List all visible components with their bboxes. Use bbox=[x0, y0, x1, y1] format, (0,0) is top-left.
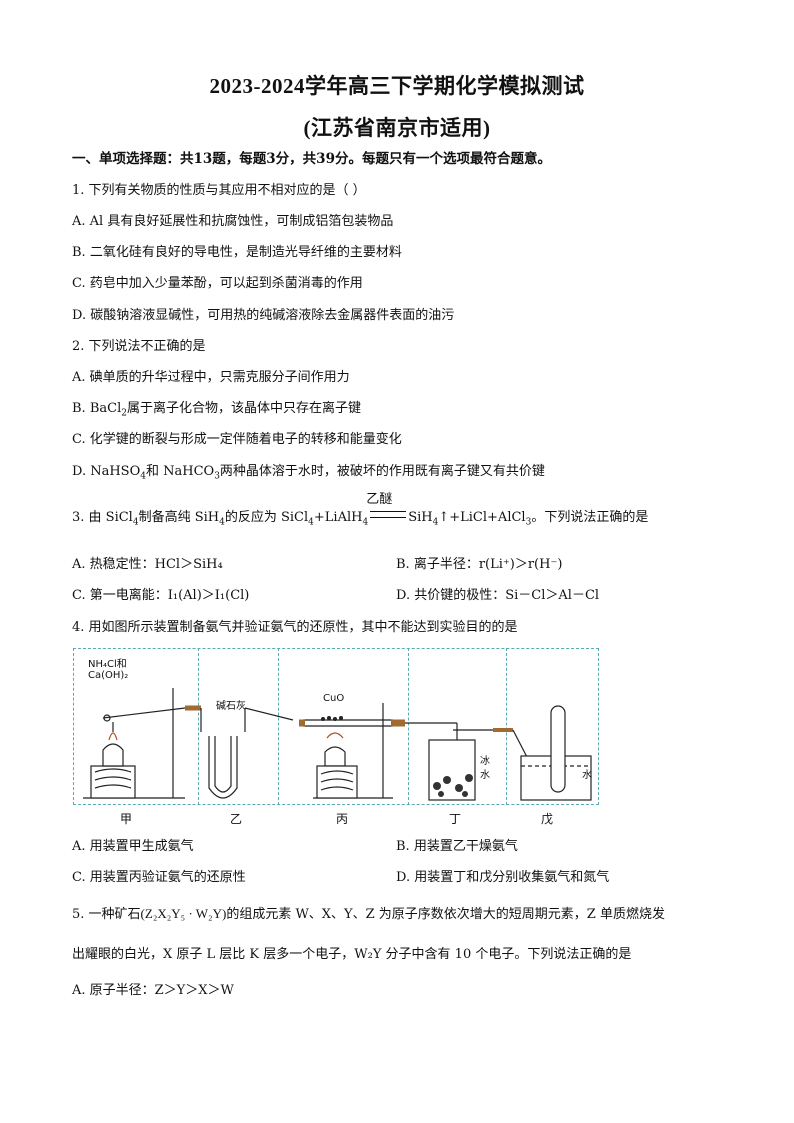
section-heading: 一、单项选择题：共13题，每题3分，共39分。每题只有一个选项最符合题意。 bbox=[72, 151, 551, 167]
q2-option-a: A. 碘单质的升华过程中，只需克服分子间作用力 bbox=[72, 370, 350, 385]
q4-option-b: B. 用装置乙干燥氨气 bbox=[396, 839, 518, 854]
q1-option-c: C. 药皂中加入少量苯酚，可以起到杀菌消毒的作用 bbox=[72, 276, 363, 291]
q2-option-b: B. BaCl2属于离子化合物，该晶体中只存在离子键 bbox=[72, 401, 361, 419]
q5-stem-line2: 出耀眼的白光，X 原子 L 层比 K 层多一个电子，W₂Y 分子中含有 10 个… bbox=[72, 947, 632, 962]
caption-yi: 乙 bbox=[230, 812, 243, 826]
q2-option-d: D. NaHSO4和 NaHCO3两种晶体溶于水时，被破坏的作用既有离子键又有共… bbox=[72, 464, 545, 482]
q4-stem: 4. 用如图所示装置制备氨气并验证氨气的还原性，其中不能达到实验目的的是 bbox=[72, 620, 518, 635]
page-subtitle: (江苏省南京市适用) bbox=[303, 116, 491, 140]
q1-stem: 1. 下列有关物质的性质与其应用不相对应的是（ ） bbox=[72, 183, 366, 198]
caption-bing: 丙 bbox=[336, 812, 349, 826]
label-soda-lime: 碱石灰 bbox=[216, 701, 246, 712]
label-nh4cl: NH₄Cl和 bbox=[88, 659, 127, 670]
q2-option-c: C. 化学键的断裂与形成一定伴随着电子的转移和能量变化 bbox=[72, 432, 402, 447]
label-caoh2: Ca(OH)₂ bbox=[88, 670, 129, 681]
label-ice-2: 水 bbox=[480, 770, 490, 781]
q1-option-a: A. Al 具有良好延展性和抗腐蚀性，可制成铝箔包装物品 bbox=[72, 214, 394, 229]
q5-formula: (Z₂X₂Y₅ · W₂Y) bbox=[140, 906, 227, 921]
q5-option-a: A. 原子半径：Z＞Y＞X＞W bbox=[72, 983, 234, 998]
q3-option-b: B. 离子半径：r(Li⁺)＞r(H⁻) bbox=[396, 557, 563, 572]
caption-ding: 丁 bbox=[449, 812, 462, 826]
q1-option-b: B. 二氧化硅有良好的导电性，是制造光导纤维的主要材料 bbox=[72, 245, 402, 260]
apparatus-figure bbox=[73, 648, 599, 805]
q3-option-d: D. 共价键的极性：Si－Cl＞Al－Cl bbox=[396, 588, 600, 603]
q1-option-d: D. 碳酸钠溶液显碱性，可用热的纯碱溶液除去金属器件表面的油污 bbox=[72, 308, 455, 323]
arrow-condition-label: 乙醚 bbox=[366, 492, 393, 507]
caption-jia: 甲 bbox=[120, 812, 133, 826]
apparatus-drawing bbox=[83, 688, 592, 801]
q2-stem: 2. 下列说法不正确的是 bbox=[72, 339, 206, 354]
q3-option-c: C. 第一电离能：I₁(Al)＞I₁(Cl) bbox=[72, 588, 250, 603]
label-cuo: CuO bbox=[323, 693, 345, 704]
page-title: 2023-2024学年高三下学期化学模拟测试 bbox=[209, 74, 585, 98]
reaction-condition-arrow: 乙醚 bbox=[366, 492, 407, 521]
q4-option-a: A. 用装置甲生成氨气 bbox=[72, 839, 194, 854]
q5-stem-line1: 5. 一种矿石(Z₂X₂Y₅ · W₂Y)的组成元素 W、X、Y、Z 为原子序数… bbox=[72, 906, 665, 922]
caption-wu: 戊 bbox=[541, 812, 554, 826]
q3-option-a: A. 热稳定性：HCl＞SiH₄ bbox=[72, 557, 223, 572]
label-water: 水 bbox=[582, 770, 592, 781]
q4-option-d: D. 用装置丁和戊分别收集氨气和氮气 bbox=[396, 870, 610, 885]
q4-option-c: C. 用装置丙验证氨气的还原性 bbox=[72, 870, 246, 885]
label-ice-1: 冰 bbox=[480, 756, 490, 767]
